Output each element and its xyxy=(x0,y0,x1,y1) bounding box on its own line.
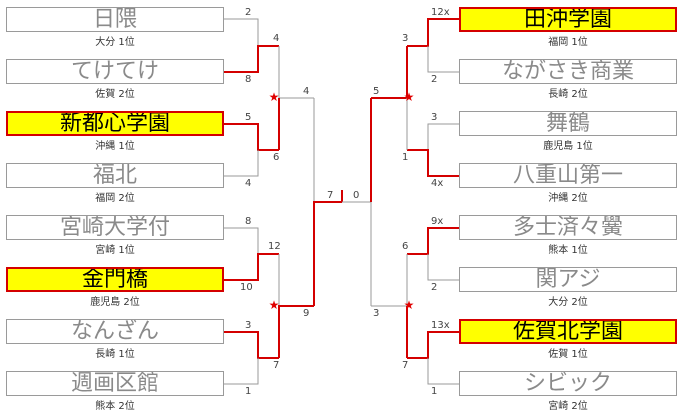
score-label: 5 xyxy=(245,112,252,123)
star-icon: ★ xyxy=(268,298,280,312)
score-label: 6 xyxy=(402,241,409,252)
score-label: 7 xyxy=(273,360,280,371)
team-name: 福北 xyxy=(92,163,137,188)
team-box-winner: 金門橋 xyxy=(6,267,224,292)
team-box: 福北 xyxy=(6,163,224,188)
team-name: 日隈 xyxy=(92,7,137,32)
star-icon: ★ xyxy=(403,298,415,312)
team-box: 舞鶴 xyxy=(459,111,677,136)
score-label: 3 xyxy=(431,112,438,123)
score-label: 0 xyxy=(353,190,360,201)
team-box-winner: 田沖学園 xyxy=(459,7,677,32)
team-name: てけてけ xyxy=(70,59,159,84)
star-icon: ★ xyxy=(268,90,280,104)
team-name: 金門橋 xyxy=(81,267,148,292)
team-box: 多士済々黌 xyxy=(459,215,677,240)
team-name: なんざん xyxy=(70,319,159,344)
score-label: 5 xyxy=(373,86,380,97)
team-box-winner: 新都心学園 xyxy=(6,111,224,136)
team-name: 田沖学園 xyxy=(523,7,612,32)
score-label: 13x xyxy=(431,320,450,331)
team-box: なんざん xyxy=(6,319,224,344)
score-label: 7 xyxy=(402,360,409,371)
team-region: 沖縄 2位 xyxy=(548,193,588,204)
score-label: 4 xyxy=(303,86,310,97)
team-name: シビック xyxy=(523,371,612,396)
team-region: 佐賀 2位 xyxy=(95,89,135,100)
team-region: 鹿児島 1位 xyxy=(543,141,593,152)
team-region: 福岡 2位 xyxy=(95,193,135,204)
team-region: 熊本 1位 xyxy=(548,245,588,256)
team-region: 福岡 1位 xyxy=(548,37,588,48)
team-name: 新都心学園 xyxy=(59,111,170,136)
team-region: 沖縄 1位 xyxy=(95,141,135,152)
star-icon: ★ xyxy=(403,90,415,104)
team-box: ながさき商業 xyxy=(459,59,677,84)
score-label: 3 xyxy=(373,308,380,319)
team-name: 多士済々黌 xyxy=(512,215,623,240)
team-box: 関アジ xyxy=(459,267,677,292)
score-label: 4 xyxy=(245,178,252,189)
team-box: 八重山第一 xyxy=(459,163,677,188)
score-label: 2 xyxy=(245,7,252,18)
score-label: 3 xyxy=(245,320,252,331)
team-box: てけてけ xyxy=(6,59,224,84)
team-region: 熊本 2位 xyxy=(95,401,135,412)
score-label: 10 xyxy=(240,282,253,293)
team-box: 宮崎大学付 xyxy=(6,215,224,240)
team-name: 関アジ xyxy=(535,267,601,292)
score-label: 4x xyxy=(431,178,444,189)
team-name: 八重山第一 xyxy=(512,163,623,188)
score-label: 2 xyxy=(431,74,438,85)
team-name: 舞鶴 xyxy=(545,111,590,136)
score-label: 12x xyxy=(431,7,450,18)
team-name: ながさき商業 xyxy=(501,59,634,84)
team-box-winner: 佐賀北学園 xyxy=(459,319,677,344)
score-label: 3 xyxy=(402,33,409,44)
team-box: 日隈 xyxy=(6,7,224,32)
team-region: 大分 2位 xyxy=(548,297,588,308)
team-box: シビック xyxy=(459,371,677,396)
score-label: 8 xyxy=(245,74,252,85)
team-region: 宮崎 1位 xyxy=(95,245,135,256)
team-region: 長崎 2位 xyxy=(548,89,588,100)
team-region: 大分 1位 xyxy=(95,37,135,48)
score-label: 9x xyxy=(431,216,444,227)
score-label: 8 xyxy=(245,216,252,227)
score-label: 6 xyxy=(273,152,280,163)
team-region: 佐賀 1位 xyxy=(548,349,588,360)
team-name: 週画区館 xyxy=(70,371,159,396)
team-region: 宮崎 2位 xyxy=(548,401,588,412)
score-label: 1 xyxy=(431,386,438,397)
score-label: 9 xyxy=(303,308,310,319)
team-region: 鹿児島 2位 xyxy=(90,297,140,308)
team-name: 佐賀北学園 xyxy=(512,319,623,344)
score-label: 12 xyxy=(268,241,281,252)
score-label: 2 xyxy=(431,282,438,293)
team-region: 長崎 1位 xyxy=(95,349,135,360)
team-box: 週画区館 xyxy=(6,371,224,396)
score-label: 1 xyxy=(245,386,252,397)
score-label: 1 xyxy=(402,152,409,163)
score-label: 7 xyxy=(327,190,334,201)
team-name: 宮崎大学付 xyxy=(59,215,170,240)
score-label: 4 xyxy=(273,33,280,44)
